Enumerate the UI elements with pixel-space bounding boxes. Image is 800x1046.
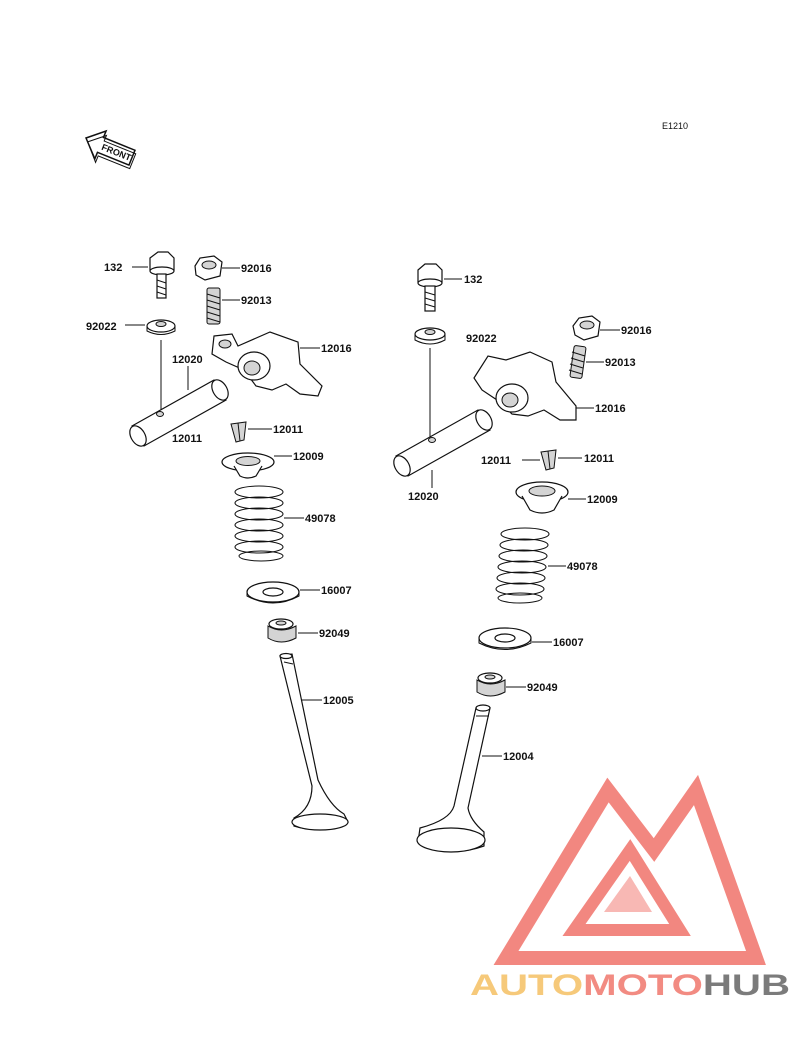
left-label-rocker-arm: 12016	[321, 343, 352, 355]
left-shaft	[129, 379, 229, 447]
right-seat	[478, 627, 532, 650]
left-label-screw: 92013	[241, 295, 272, 307]
left-label-seat: 16007	[321, 585, 352, 597]
left-label-shaft: 12020	[172, 354, 203, 366]
left-bolt	[149, 251, 175, 299]
right-label-screw: 92013	[605, 357, 636, 369]
right-spring	[495, 527, 550, 604]
left-label-cotter: 12011	[273, 424, 303, 436]
left-seat	[246, 581, 300, 604]
right-nut	[572, 315, 601, 341]
right-bolt	[417, 263, 443, 312]
watermark-moto: MOTO	[583, 969, 703, 1002]
watermark-logo	[493, 774, 766, 965]
watermark-auto: AUTO	[470, 969, 583, 1002]
right-label-rocker-arm: 12016	[595, 403, 626, 415]
right-label-seal: 92049	[527, 682, 558, 694]
left-label-nut: 92016	[241, 263, 272, 275]
left-retainer	[221, 452, 275, 479]
right-label-shaft: 12020	[408, 491, 439, 503]
right-retainer	[515, 481, 569, 514]
right-label-seat: 16007	[553, 637, 584, 649]
left-label-shaft-pin: 12011	[172, 433, 202, 445]
right-valve	[416, 704, 491, 853]
right-label-bolt: 132	[464, 274, 482, 286]
left-label-valve: 12005	[323, 695, 354, 707]
left-screw	[206, 287, 221, 325]
diagram-code: E1210	[662, 121, 688, 131]
left-nut	[194, 255, 223, 281]
right-label-nut: 92016	[621, 325, 652, 337]
right-label-cotter-left: 12011	[481, 455, 511, 467]
right-screw	[568, 345, 587, 379]
left-label-washer: 92022	[86, 321, 117, 333]
left-label-retainer: 12009	[293, 451, 324, 463]
right-washer	[414, 327, 446, 345]
right-label-washer: 92022	[466, 333, 497, 345]
left-cotter	[230, 421, 247, 443]
left-assembly: 132 92016 92013 92022	[86, 251, 354, 831]
left-washer	[146, 319, 176, 335]
right-rocker-arm	[473, 351, 577, 421]
left-seal	[267, 618, 297, 643]
left-valve	[279, 652, 349, 831]
left-label-spring: 49078	[305, 513, 336, 525]
right-seal	[476, 672, 506, 697]
right-shaft	[393, 409, 493, 477]
left-label-bolt: 132	[104, 262, 122, 274]
front-arrow-icon: FRONT	[84, 129, 137, 170]
left-label-seal: 92049	[319, 628, 350, 640]
right-label-retainer: 12009	[587, 494, 618, 506]
left-rocker-arm	[211, 331, 323, 397]
watermark-hub: HUB	[703, 969, 790, 1002]
right-label-valve: 12004	[503, 751, 534, 763]
right-cotter	[540, 449, 557, 471]
right-label-spring: 49078	[567, 561, 598, 573]
left-spring	[234, 485, 284, 562]
right-label-cotter-right: 12011	[584, 453, 614, 465]
right-assembly: 132 92022 92016 92013 12016	[393, 263, 652, 853]
